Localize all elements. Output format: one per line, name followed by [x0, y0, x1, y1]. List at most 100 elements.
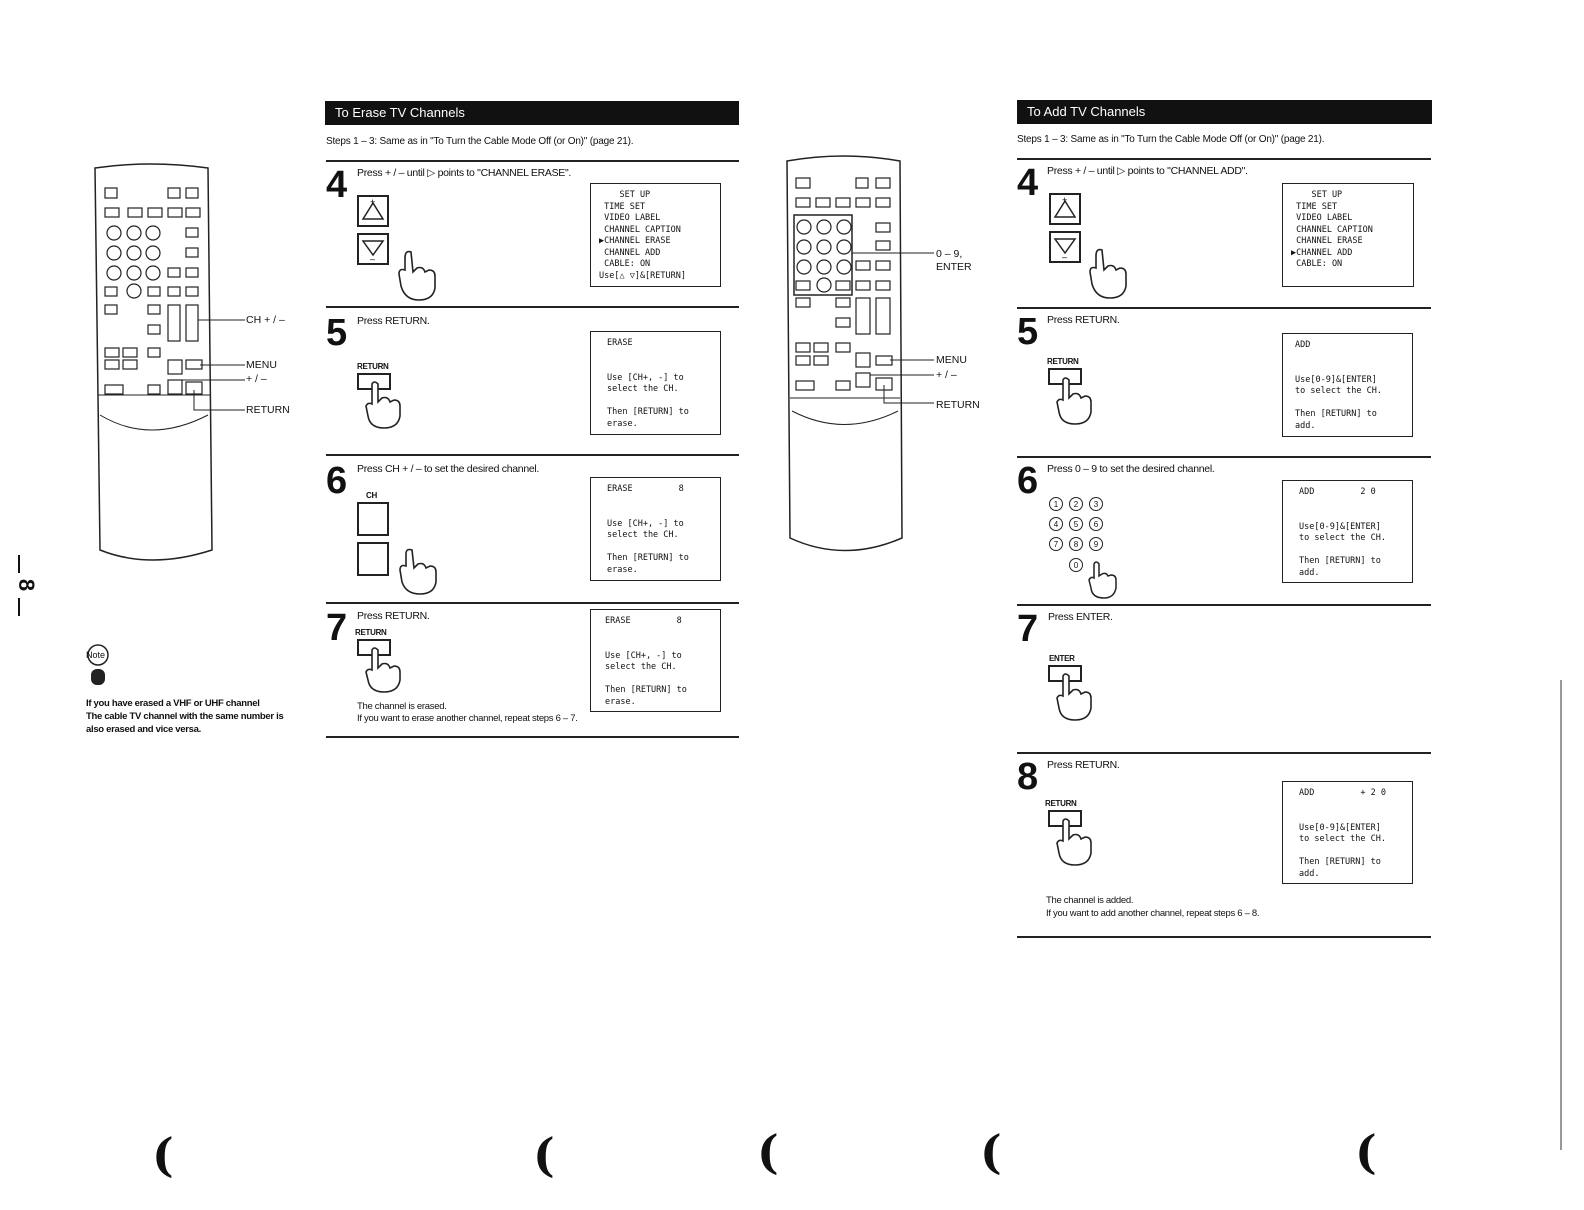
hand-icon	[362, 646, 402, 694]
ch-plus-button	[357, 502, 389, 536]
erase-intro: Steps 1 – 3: Same as in "To Turn the Cab…	[326, 136, 633, 147]
binding-mark: (	[533, 1128, 555, 1182]
svg-text:–: –	[1062, 252, 1067, 261]
divider	[326, 160, 739, 162]
key-2: 2	[1069, 497, 1083, 511]
return-button-label: RETURN	[1045, 799, 1077, 808]
return-button-label: RETURN	[355, 628, 387, 637]
key-3: 3	[1089, 497, 1103, 511]
callout-plusminus-left: + / –	[246, 373, 267, 385]
add-step-5-number: 5	[1017, 313, 1038, 351]
hand-icon	[1086, 560, 1118, 600]
minus-button: –	[357, 233, 389, 265]
plus-button: +	[357, 195, 389, 227]
callout-menu-right: MENU	[936, 354, 967, 366]
key-5: 5	[1069, 517, 1083, 531]
hand-icon	[1053, 817, 1093, 867]
erase-step-7-text: Press RETURN.	[357, 610, 430, 622]
erase-step-7-screen: ERASE 8 Use [CH+, -] to select the CH. T…	[590, 609, 721, 712]
return-button-label: RETURN	[357, 362, 389, 371]
page-number-rule-bottom	[18, 598, 20, 616]
key-8: 8	[1069, 537, 1083, 551]
add-step-8-screen: ADD + 2 0 Use[0-9]&[ENTER] to select the…	[1282, 781, 1413, 884]
divider	[1017, 307, 1431, 309]
divider	[1017, 158, 1431, 160]
hand-icon	[1086, 246, 1130, 300]
divider	[1017, 936, 1431, 938]
add-step-4-number: 4	[1017, 164, 1038, 202]
key-6: 6	[1089, 517, 1103, 531]
erase-result-text: The channel is erased.	[357, 701, 447, 712]
add-step-7-number: 7	[1017, 610, 1038, 648]
erase-step-5-screen: ERASE Use [CH+, -] to select the CH. The…	[590, 331, 721, 435]
add-section-title: To Add TV Channels	[1017, 100, 1432, 124]
add-intro: Steps 1 – 3: Same as in "To Turn the Cab…	[1017, 134, 1324, 145]
add-step-8-text: Press RETURN.	[1047, 759, 1120, 771]
add-step-5-screen: ADD Use[0-9]&[ENTER] to select the CH. T…	[1282, 333, 1413, 437]
add-step-6-number: 6	[1017, 462, 1038, 500]
svg-text:+: +	[370, 197, 375, 207]
note-line-3: also erased and vice versa.	[86, 724, 201, 735]
return-button-label: RETURN	[1047, 357, 1079, 366]
add-step-5-text: Press RETURN.	[1047, 314, 1120, 326]
add-repeat-text: If you want to add another channel, repe…	[1046, 908, 1259, 919]
erase-step-6-text: Press CH + / – to set the desired channe…	[357, 463, 539, 475]
erase-repeat-text: If you want to erase another channel, re…	[357, 713, 578, 724]
page-edge-line	[1560, 680, 1562, 1150]
binding-mark: (	[757, 1125, 779, 1179]
add-step-6-screen: ADD 2 0 Use[0-9]&[ENTER] to select the C…	[1282, 480, 1413, 583]
callout-return-right: RETURN	[936, 399, 980, 411]
erase-step-5-number: 5	[326, 314, 347, 352]
enter-button-label: ENTER	[1049, 654, 1075, 663]
divider	[326, 736, 739, 738]
erase-step-4-number: 4	[326, 166, 347, 204]
add-result-text: The channel is added.	[1046, 895, 1133, 906]
hand-icon	[1053, 672, 1093, 722]
callout-enter-right: ENTER	[936, 261, 972, 273]
erase-section-title: To Erase TV Channels	[325, 101, 739, 125]
page-number: 8	[0, 570, 39, 600]
hand-icon	[395, 248, 439, 302]
hand-icon	[1053, 376, 1093, 426]
note-label: Note	[86, 650, 105, 660]
add-step-6-text: Press 0 – 9 to set the desired channel.	[1047, 463, 1215, 475]
erase-step-4-screen: SET UP TIME SET VIDEO LABEL CHANNEL CAPT…	[590, 183, 721, 287]
callout-digits-right: 0 – 9,	[936, 248, 962, 260]
note-line-2: The cable TV channel with the same numbe…	[86, 711, 283, 722]
binding-mark: (	[980, 1125, 1002, 1179]
key-7: 7	[1049, 537, 1063, 551]
note-line-1: If you have erased a VHF or UHF channel	[86, 698, 260, 709]
binding-mark: (	[1355, 1125, 1377, 1179]
add-step-4-text: Press + / – until ▷ points to "CHANNEL A…	[1047, 165, 1248, 177]
divider	[1017, 752, 1431, 754]
erase-step-7-number: 7	[326, 609, 347, 647]
key-9: 9	[1089, 537, 1103, 551]
key-0: 0	[1069, 558, 1083, 572]
callout-return-left: RETURN	[246, 404, 290, 416]
callout-plusminus-right: + / –	[936, 369, 957, 381]
remote-control-left	[90, 160, 310, 565]
ch-button-label: CH	[366, 491, 377, 500]
svg-text:–: –	[370, 254, 375, 263]
divider	[1017, 604, 1431, 606]
hand-icon	[362, 380, 402, 430]
divider	[326, 602, 739, 604]
divider	[326, 306, 739, 308]
ch-minus-button	[357, 542, 389, 576]
add-step-4-screen: SET UP TIME SET VIDEO LABEL CHANNEL CAPT…	[1282, 183, 1414, 287]
add-step-7-text: Press ENTER.	[1048, 611, 1113, 623]
plus-button: +	[1049, 193, 1081, 225]
binding-mark: (	[152, 1128, 174, 1182]
divider	[1017, 456, 1431, 458]
erase-step-6-number: 6	[326, 462, 347, 500]
erase-step-5-text: Press RETURN.	[357, 315, 430, 327]
callout-ch-left: CH + / –	[246, 314, 285, 326]
divider	[326, 454, 739, 456]
minus-button: –	[1049, 231, 1081, 263]
hand-icon	[396, 546, 440, 596]
key-1: 1	[1049, 497, 1063, 511]
add-step-8-number: 8	[1017, 758, 1038, 796]
callout-menu-left: MENU	[246, 359, 277, 371]
key-4: 4	[1049, 517, 1063, 531]
erase-step-6-screen: ERASE 8 Use [CH+, -] to select the CH. T…	[590, 477, 721, 581]
